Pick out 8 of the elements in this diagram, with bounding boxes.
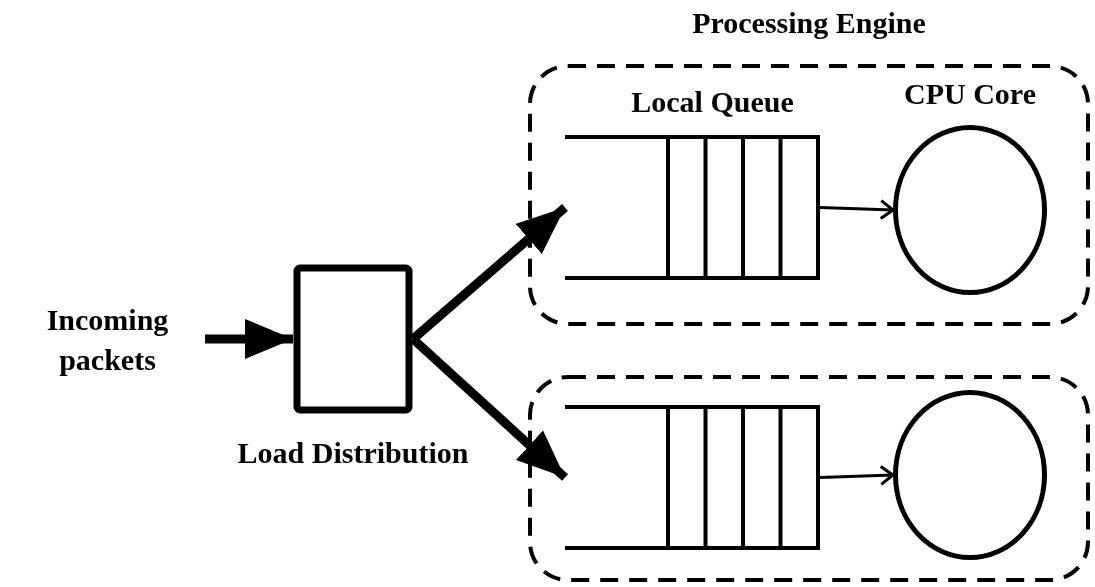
arrow [205,319,293,359]
arrow [819,464,895,486]
box-caption: Load Distribution [236,436,470,470]
input-label: Incoming packets [20,300,195,380]
circle-label: CPU Core [903,77,1037,111]
group-title: Processing Engine [691,6,927,40]
queue-label: Local Queue [630,85,795,119]
arrow [819,199,895,221]
